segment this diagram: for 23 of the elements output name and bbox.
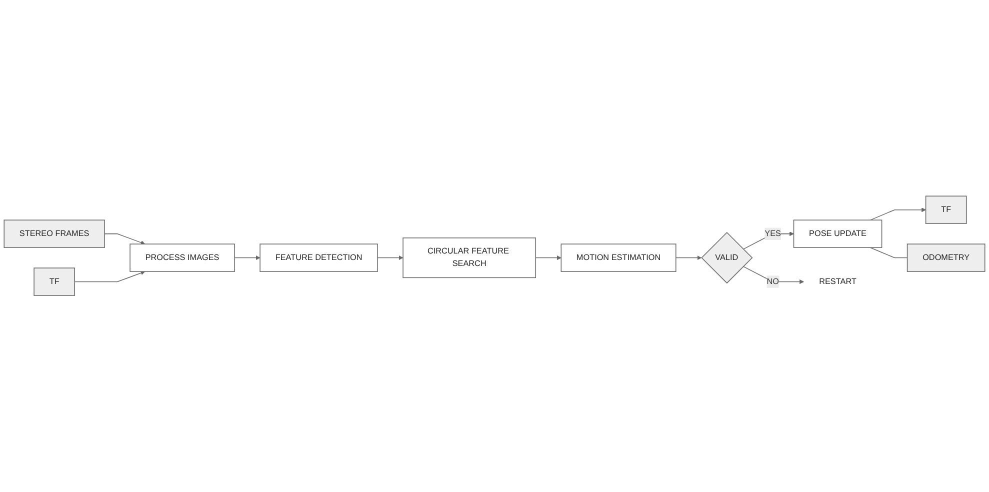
node-box: MOTION ESTIMATION <box>560 244 676 272</box>
node-diamond: VALID <box>701 232 753 284</box>
edge-label: NO <box>766 277 779 286</box>
arrow <box>742 266 804 284</box>
node-box: TF <box>925 196 967 224</box>
edge-label: YES <box>764 229 781 238</box>
node-box: POSE UPDATE <box>793 220 882 248</box>
arrow <box>74 271 146 282</box>
arrow <box>870 208 926 221</box>
connector <box>870 247 908 258</box>
node-box: PROCESS IMAGES <box>130 244 235 272</box>
arrow <box>742 232 794 250</box>
arrow <box>535 256 562 260</box>
arrow <box>104 234 146 245</box>
node-box: TF <box>34 268 75 296</box>
node-text: RESTART <box>819 277 856 286</box>
arrow <box>676 256 702 260</box>
arrow <box>234 256 260 260</box>
node-box: ODOMETRY <box>906 244 986 272</box>
arrow <box>377 256 404 260</box>
node-box: CIRCULAR FEATURE SEARCH <box>402 238 536 278</box>
node-box: STEREO FRAMES <box>4 220 105 248</box>
node-box: FEATURE DETECTION <box>260 244 378 272</box>
